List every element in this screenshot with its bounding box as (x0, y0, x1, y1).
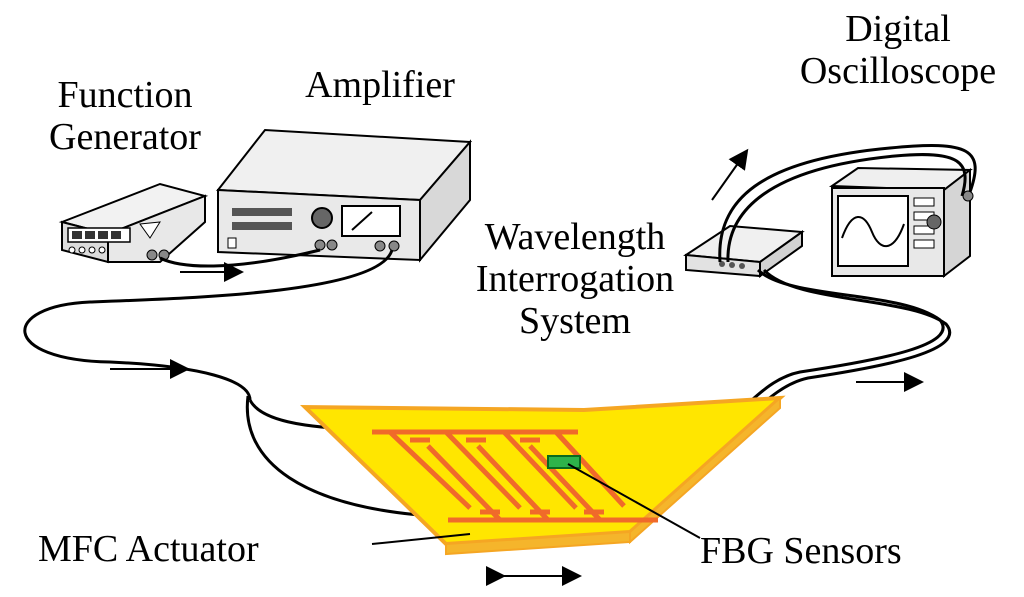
oscilloscope-device (828, 166, 974, 279)
arrows (110, 148, 924, 586)
fbg-sensors-label: FBG Sensors (700, 530, 902, 572)
interrogator-device (683, 224, 805, 278)
mfc-actuator-electrodes (372, 429, 658, 523)
label-pointers (371, 463, 701, 545)
digital-oscilloscope-label: Digital Oscilloscope (780, 8, 1016, 92)
fbg-sensor (547, 455, 581, 469)
wavelength-interrogation-label: Wavelength Interrogation System (450, 216, 700, 342)
wavelength-line-2: Interrogation (475, 258, 675, 300)
wavelength-line-3: System (519, 300, 631, 342)
function-generator-line-1: Function (57, 74, 193, 116)
amplifier-device (216, 128, 473, 263)
function-generator-line-2: Generator (49, 116, 201, 158)
function-generator-device (58, 182, 209, 264)
digital-oscilloscope-line-2: Oscilloscope (799, 50, 997, 92)
wavelength-line-1: Wavelength (484, 216, 666, 258)
amplifier-label: Amplifier (305, 64, 455, 106)
mfc-actuator-label: MFC Actuator (38, 528, 259, 570)
function-generator-label: Function Generator (30, 74, 220, 158)
arrow-oscilloscope-signal (711, 148, 749, 201)
digital-oscilloscope-line-1: Digital (845, 8, 951, 50)
